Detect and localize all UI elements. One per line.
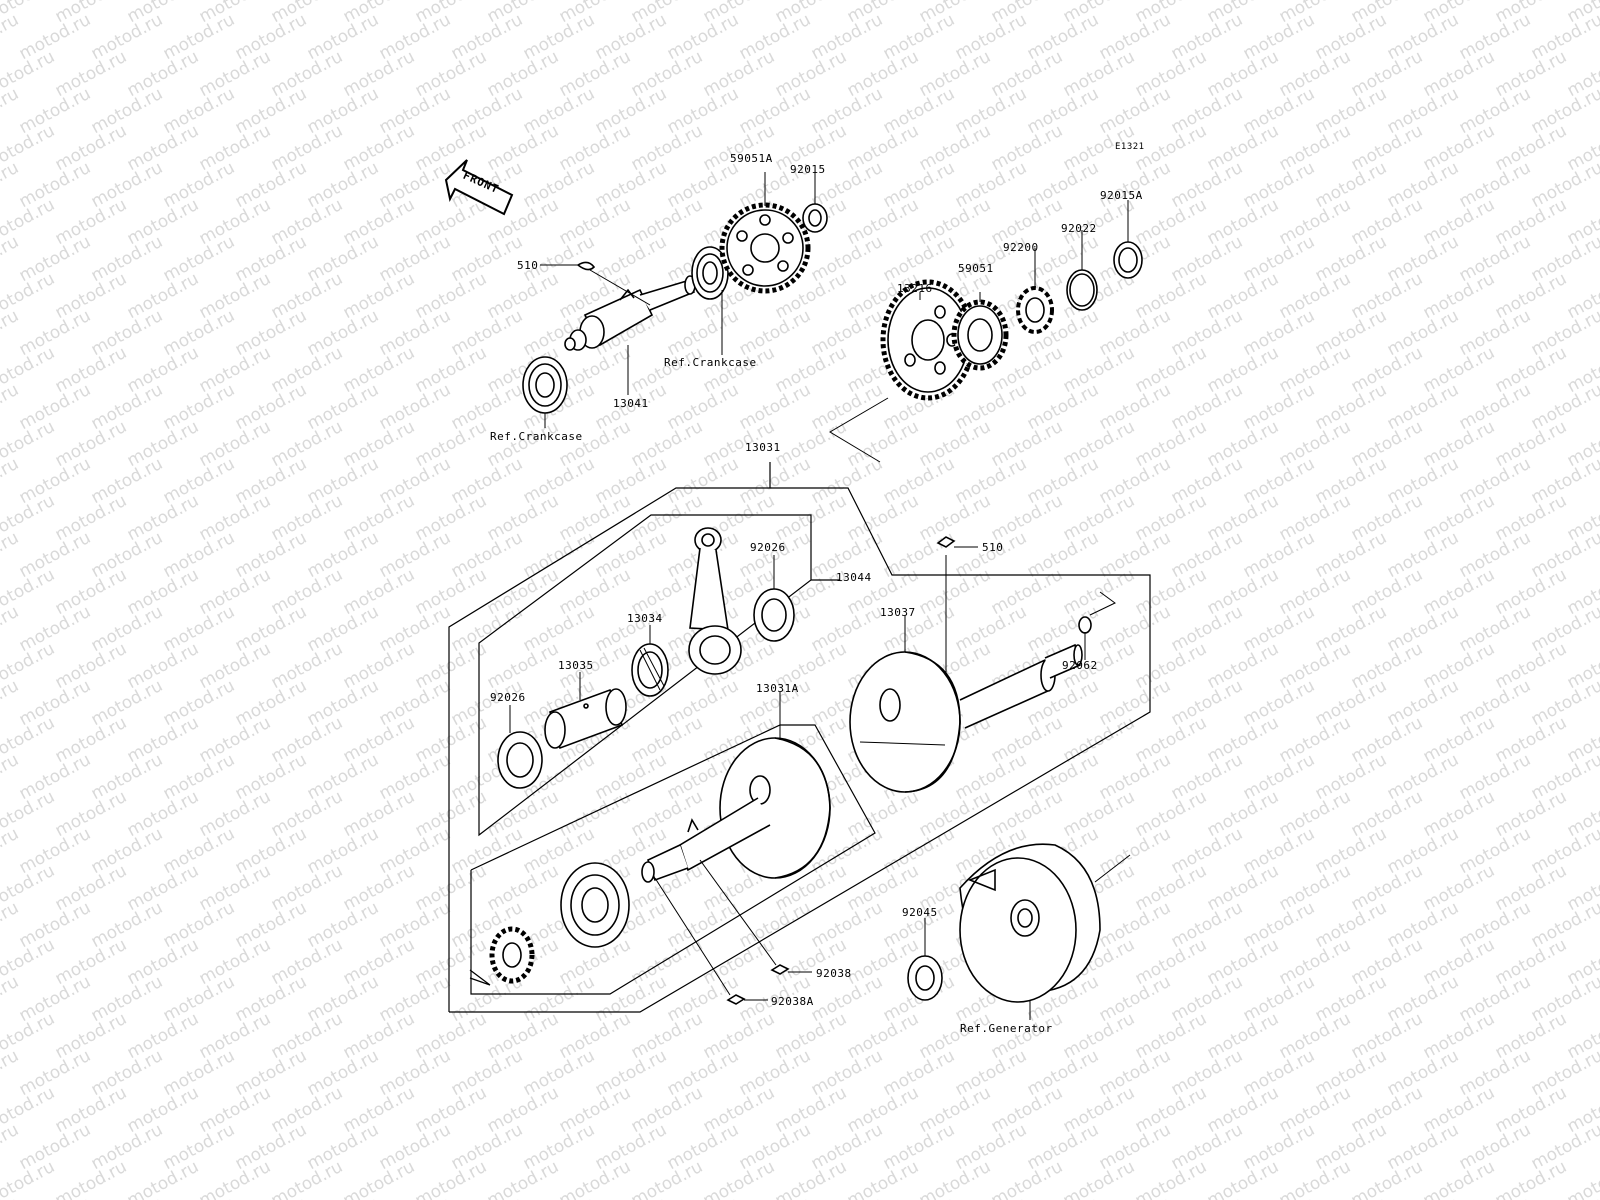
plug-92062	[1078, 616, 1092, 634]
label-13041: 13041	[613, 397, 649, 410]
label-13034: 13034	[627, 612, 663, 625]
needle-bearing-13034	[631, 643, 669, 697]
timing-sprocket	[489, 926, 535, 984]
label-ref-generator: Ref.Generator	[960, 1022, 1053, 1035]
thrust-washer-92026-upper	[753, 588, 795, 642]
label-92022: 92022	[1061, 222, 1097, 235]
ring-92022	[1066, 269, 1098, 311]
crank-half-13037	[849, 643, 1083, 793]
key-92038A	[726, 994, 746, 1005]
nut-92015A	[1113, 241, 1143, 279]
label-ref-crankcase-2: Ref.Crankcase	[490, 430, 583, 443]
label-510-top: 510	[517, 259, 539, 272]
bearing-right	[691, 246, 729, 300]
oil-seal-92045	[907, 955, 943, 1001]
front-arrow-icon	[444, 159, 514, 216]
label-92062: 92062	[1062, 659, 1098, 672]
crank-pin-13035	[544, 688, 627, 750]
label-13031A: 13031A	[756, 682, 799, 695]
balancer-shaft-13041	[564, 275, 696, 351]
woodruff-key-510-top	[576, 261, 596, 271]
label-13216: 13216	[897, 282, 933, 295]
label-13044: 13044	[836, 571, 872, 584]
label-92026-upper: 92026	[750, 541, 786, 554]
connecting-rod	[688, 527, 742, 675]
label-13035: 13035	[558, 659, 594, 672]
label-ref-crankcase-1: Ref.Crankcase	[664, 356, 757, 369]
main-bearing	[560, 862, 630, 948]
label-92038A: 92038A	[771, 995, 814, 1008]
label-59051A: 59051A	[730, 152, 773, 165]
label-59051: 59051	[958, 262, 994, 275]
label-92015: 92015	[790, 163, 826, 176]
nut-92015	[802, 203, 828, 233]
label-92200: 92200	[1003, 241, 1039, 254]
gear-59051	[951, 299, 1009, 371]
key-92038	[770, 964, 790, 975]
crank-half-13031A	[641, 737, 831, 883]
bearing-left	[522, 356, 568, 414]
label-13037: 13037	[880, 606, 916, 619]
diagram-code: E1321	[1115, 142, 1145, 152]
gear-59051A	[719, 202, 811, 294]
label-92026-lower: 92026	[490, 691, 526, 704]
generator-rotor	[959, 843, 1101, 1003]
label-13031: 13031	[745, 441, 781, 454]
thrust-washer-92026-lower	[497, 731, 543, 789]
gear-13216	[880, 279, 976, 401]
label-92038: 92038	[816, 967, 852, 980]
lock-washer-92200	[1016, 286, 1054, 334]
woodruff-key-510-mid	[936, 536, 956, 548]
label-92015A: 92015A	[1100, 189, 1143, 202]
label-92045: 92045	[902, 906, 938, 919]
label-510-mid: 510	[982, 541, 1004, 554]
